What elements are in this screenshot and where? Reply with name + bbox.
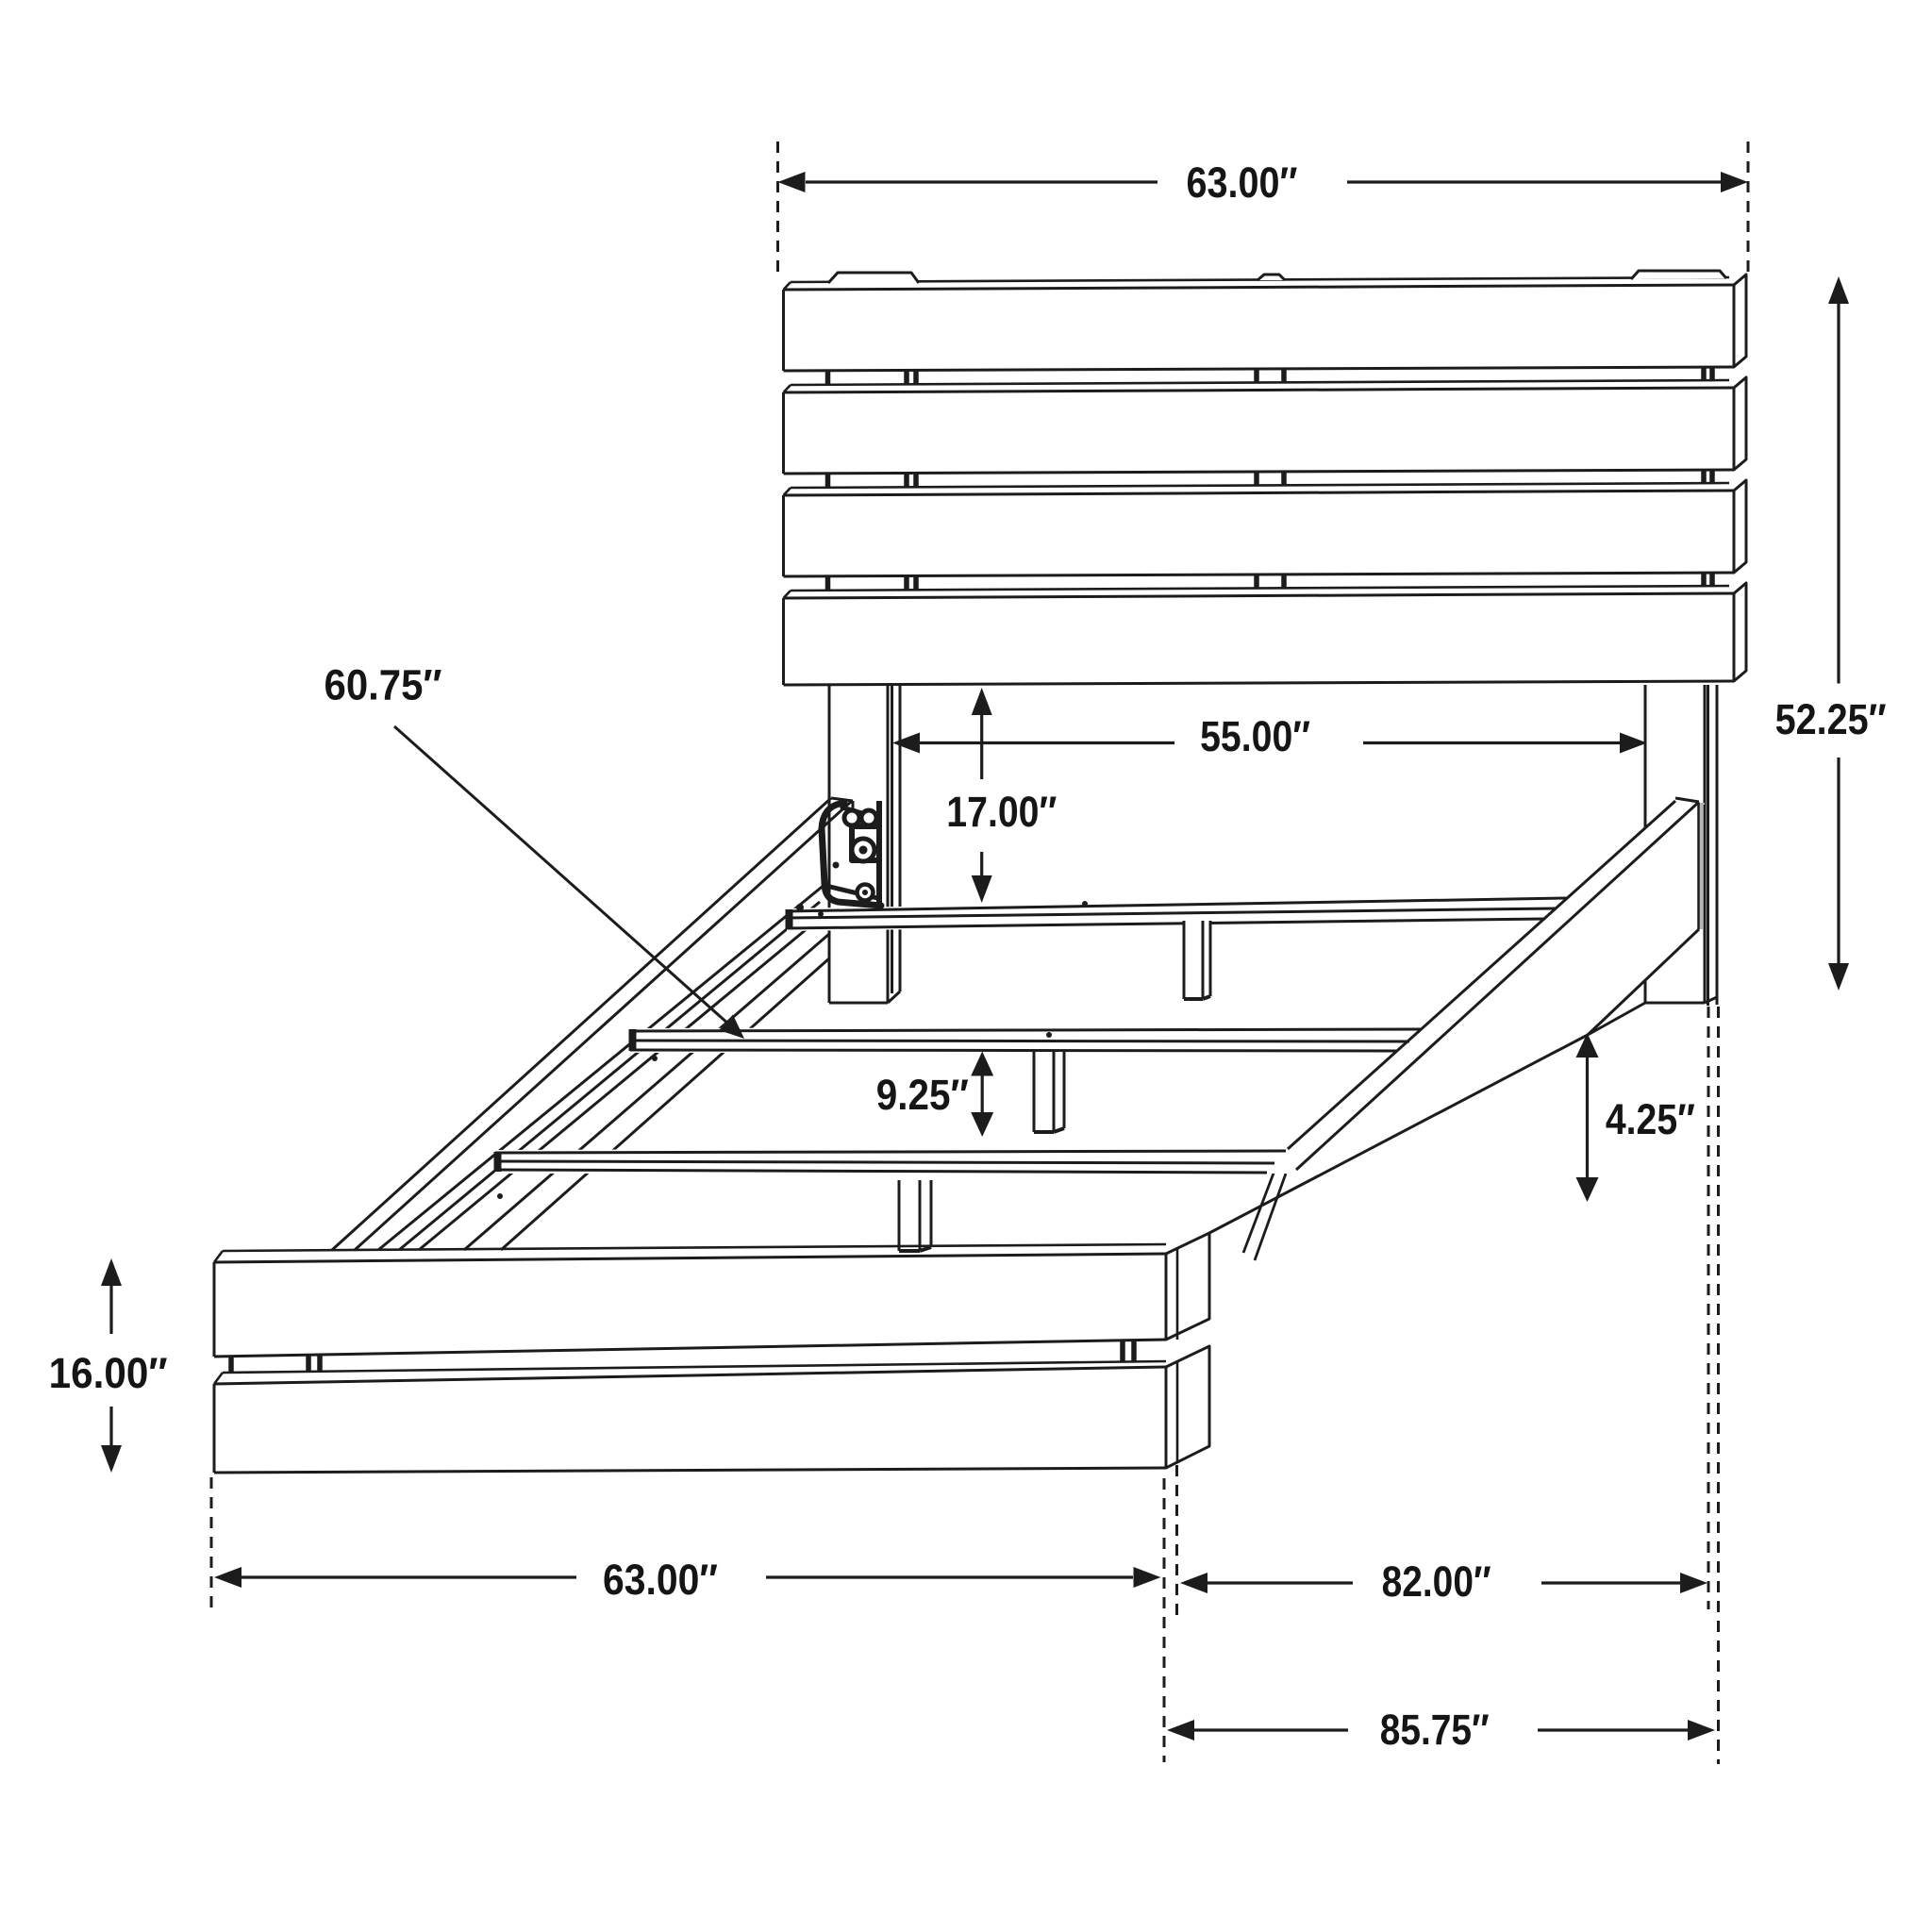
svg-text:82.00″: 82.00″ [1382,1557,1491,1606]
svg-text:9.25″: 9.25″ [876,1071,969,1119]
svg-text:4.25″: 4.25″ [1606,1095,1695,1143]
svg-text:60.75″: 60.75″ [325,661,442,709]
svg-text:55.00″: 55.00″ [1200,712,1310,760]
svg-text:85.75″: 85.75″ [1380,1706,1490,1754]
svg-text:63.00″: 63.00″ [1187,158,1298,207]
svg-text:63.00″: 63.00″ [603,1556,718,1604]
svg-text:16.00″: 16.00″ [49,1349,168,1397]
svg-text:52.25″: 52.25″ [1775,695,1887,743]
svg-text:17.00″: 17.00″ [946,788,1057,836]
